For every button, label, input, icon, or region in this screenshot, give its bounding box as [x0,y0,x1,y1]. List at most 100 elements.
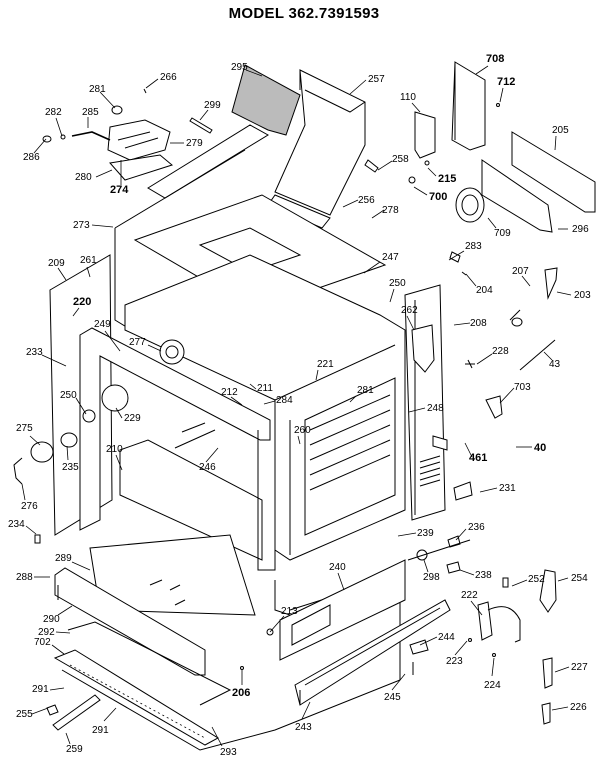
part-label-238: 238 [475,570,492,581]
kick-panel-243 [294,599,451,706]
leader-line-708 [475,65,489,75]
leader-line-291 [103,707,117,722]
leader-line-240 [337,572,345,591]
side-panel-273 [114,149,246,329]
part-label-284: 284 [276,395,293,406]
part-label-279: 279 [186,138,203,149]
lamp-parts [13,384,129,544]
part-label-257: 257 [368,74,385,85]
leader-line-273 [91,224,114,228]
leader-line-110 [411,102,421,113]
part-label-250: 250 [60,390,77,401]
leader-line-256 [342,199,359,208]
part-label-228: 228 [492,346,509,357]
leader-line-247 [363,261,381,274]
part-label-243: 243 [295,722,312,733]
leader-line-222 [470,600,483,616]
leader-line-275 [29,435,41,446]
part-label-40: 40 [534,442,546,454]
part-label-712: 712 [497,76,515,88]
leader-line-235 [66,445,69,461]
part-label-255: 255 [16,709,33,720]
part-label-205: 205 [552,125,569,136]
part-label-254: 254 [571,573,588,584]
leader-line-236 [455,528,467,541]
part-label-234: 234 [8,519,25,530]
leader-line-209 [57,267,67,281]
burner-assembly-274 [71,119,174,181]
plate-296 [481,159,553,233]
leader-line-261 [86,266,91,278]
part-label-289: 289 [55,553,72,564]
leader-line-228 [476,353,493,365]
leader-line-204 [465,273,477,287]
leader-line-290 [57,605,73,616]
part-label-291: 291 [92,725,109,736]
leader-line-250 [389,288,395,303]
bracket-205 [511,131,596,213]
part-label-231: 231 [499,483,516,494]
leader-line-298 [423,559,429,573]
top-rail [147,124,269,199]
part-label-236: 236 [468,522,485,533]
leader-line-280 [95,169,113,178]
part-label-221: 221 [317,359,334,370]
part-label-259: 259 [66,744,83,755]
part-label-290: 290 [43,614,60,625]
leader-line-207 [521,275,531,287]
part-label-224: 224 [484,680,501,691]
leader-line-203 [556,291,572,296]
leader-line-259 [65,732,71,745]
part-label-43: 43 [549,359,561,370]
part-label-293: 293 [220,747,237,758]
part-label-274: 274 [110,184,129,196]
part-label-299: 299 [204,100,221,111]
leader-line-245 [391,673,406,691]
leader-line-257 [349,79,367,95]
part-label-212: 212 [221,387,238,398]
drawer-bottom-292 [67,621,232,706]
part-label-281: 281 [357,385,374,396]
part-label-211: 211 [257,383,273,394]
part-label-249: 249 [94,319,111,330]
leader-line-709 [487,217,497,229]
leader-line-702 [51,644,65,655]
part-label-276: 276 [21,501,38,512]
oven-cavity-246 [119,422,263,561]
leader-line-292 [55,631,71,634]
leader-line-291 [49,687,65,691]
part-label-226: 226 [570,702,587,713]
part-label-708: 708 [486,53,504,65]
part-label-702: 702 [34,637,51,648]
model-title: MODEL 362.7391593 [228,5,380,22]
part-label-261: 261 [80,255,97,266]
leader-line-231 [479,487,498,493]
part-label-252: 252 [528,574,545,585]
part-label-215: 215 [438,173,456,185]
part-label-244: 244 [438,632,455,643]
part-label-258: 258 [392,154,409,165]
leader-line-252 [511,579,528,587]
leader-line-461 [464,442,473,458]
leader-line-224 [491,657,495,677]
leader-line-700 [413,186,428,196]
part-label-233: 233 [26,347,43,358]
part-label-213: 213 [281,606,298,617]
leader-line-215 [427,167,437,177]
part-label-260: 260 [294,425,311,436]
part-label-222: 222 [461,590,478,601]
leader-line-233 [41,354,67,367]
part-label-285: 285 [82,107,99,118]
part-label-461: 461 [469,452,487,464]
part-label-292: 292 [38,627,55,638]
part-label-700: 700 [429,191,447,203]
leader-line-248 [408,407,426,413]
part-label-203: 203 [574,290,591,301]
ring-709 [455,187,485,223]
leader-line-250 [75,397,87,415]
panel-708 [451,61,486,151]
leader-line-208 [453,322,471,326]
part-label-283: 283 [465,241,482,252]
leader-line-210 [115,454,123,471]
